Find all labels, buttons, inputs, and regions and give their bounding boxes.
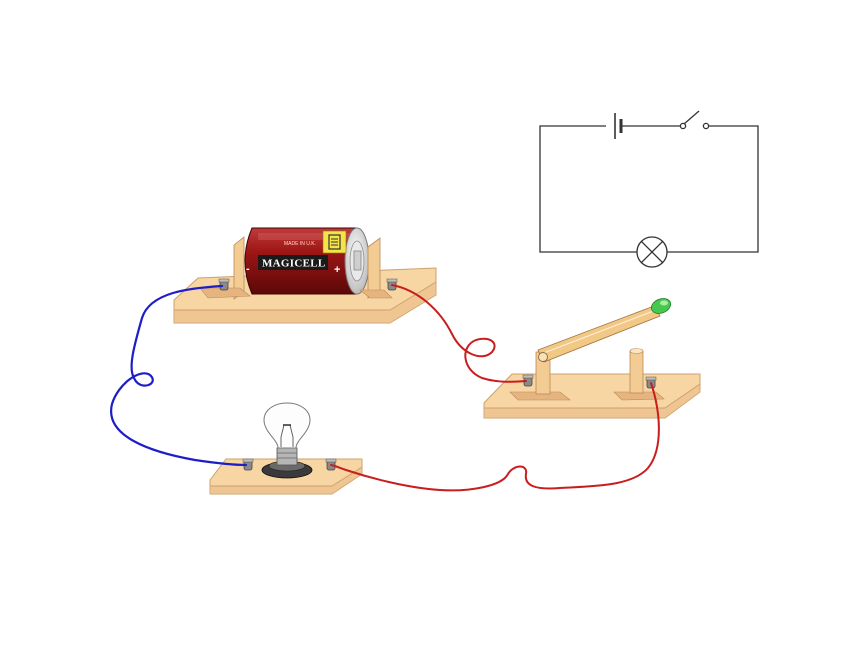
wire-blue (110, 284, 248, 467)
battery-brand-label: MAGICELL (262, 258, 326, 270)
wire-red-top (391, 284, 527, 383)
switch-symbol-icon (679, 110, 710, 130)
cell-symbol-icon (614, 113, 623, 139)
schematic-wire-right (667, 125, 759, 253)
battery-fine-print: MADE IN U.K. (284, 241, 316, 247)
lamp-symbol-icon (636, 236, 668, 268)
battery-terminal-left (218, 278, 230, 291)
wire-red-bottom (330, 382, 660, 492)
schematic-wire-left (539, 125, 637, 253)
bulb-terminal-left (242, 458, 254, 471)
battery-plus-sign: + (334, 264, 340, 276)
light-bulb-icon (261, 402, 313, 479)
circuit-schematic (539, 110, 759, 268)
knife-switch-icon (509, 298, 672, 401)
battery-icon: MADE IN U.K. MAGICELL - + (244, 227, 370, 295)
battery-holder-right (359, 237, 393, 299)
battery-minus-sign: - (246, 263, 250, 275)
